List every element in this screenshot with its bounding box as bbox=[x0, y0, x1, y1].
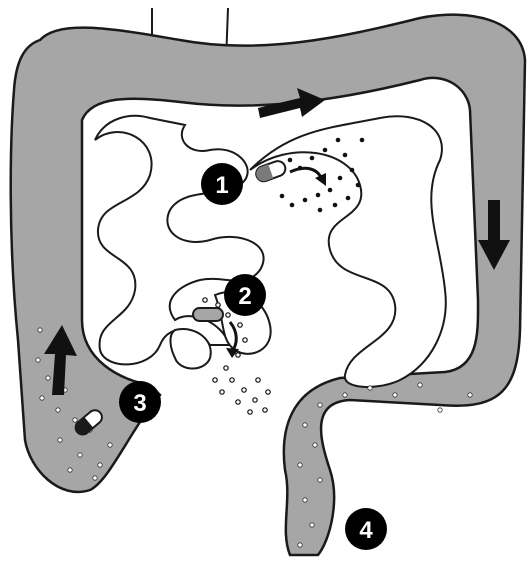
capsule-small-intestine-2 bbox=[193, 308, 223, 321]
large-intestine bbox=[11, 15, 525, 555]
marker-4: 4 bbox=[345, 508, 387, 550]
marker-1: 1 bbox=[201, 163, 243, 205]
marker-3: 3 bbox=[119, 381, 161, 423]
small-intestine bbox=[95, 116, 446, 387]
marker-2: 2 bbox=[224, 274, 266, 316]
marker-4-label: 4 bbox=[359, 517, 373, 544]
marker-3-label: 3 bbox=[133, 390, 146, 417]
marker-1-label: 1 bbox=[215, 172, 228, 199]
marker-2-label: 2 bbox=[238, 283, 251, 310]
